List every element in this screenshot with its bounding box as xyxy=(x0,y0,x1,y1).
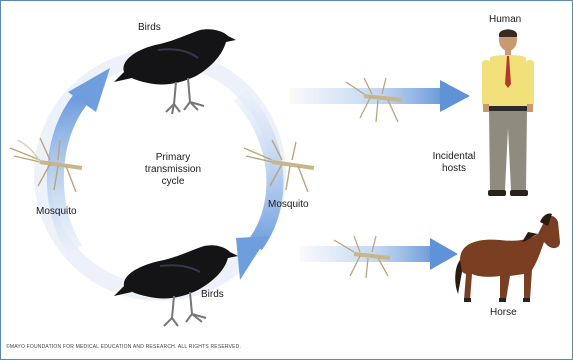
horse-figure xyxy=(455,213,560,302)
label-mosquito-right: Mosquito xyxy=(268,199,309,211)
label-primary-transmission-cycle: Primary transmission cycle xyxy=(134,152,212,188)
label-birds-top: Birds xyxy=(138,22,161,34)
human-figure xyxy=(482,29,534,196)
label-human: Human xyxy=(489,14,521,26)
copyright-notice: ©MAYO FOUNDATION FOR MEDICAL EDUCATION A… xyxy=(6,344,241,350)
label-birds-bottom: Birds xyxy=(201,289,224,301)
label-horse: Horse xyxy=(490,307,517,319)
label-incidental-hosts: Incidental hosts xyxy=(420,151,488,175)
label-mosquito-left: Mosquito xyxy=(36,206,77,218)
transmission-arrow-horse xyxy=(300,238,458,270)
cycle-arrow-right xyxy=(236,95,275,280)
